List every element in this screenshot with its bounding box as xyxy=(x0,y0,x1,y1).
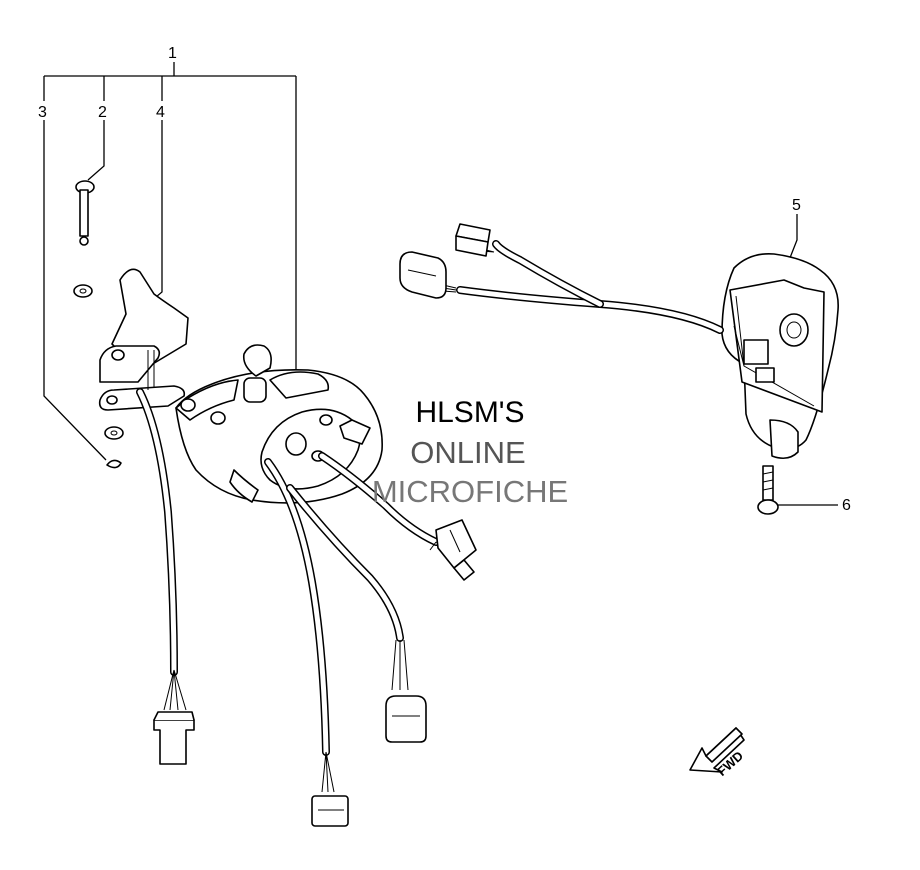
clip-part xyxy=(106,459,122,469)
connector-bottom-right xyxy=(385,639,427,743)
connector-top-right xyxy=(455,223,491,257)
left-wire-harness xyxy=(136,388,440,756)
connector-top-left xyxy=(399,251,447,299)
callout-3: 3 xyxy=(38,104,47,121)
watermark-line-3: MICROFICHE xyxy=(371,474,569,509)
forward-arrow-icon: FWD xyxy=(689,727,746,779)
callout-1: 1 xyxy=(168,45,177,62)
watermark-line-1: HLSM'S xyxy=(415,396,525,429)
right-switch-housing xyxy=(721,252,839,460)
lever-bracket-part xyxy=(98,268,189,411)
washer-part xyxy=(73,284,124,440)
callout-6: 6 xyxy=(842,497,851,514)
pin-part xyxy=(75,180,95,246)
right-wire-harness xyxy=(429,240,724,334)
watermark-line-2: ONLINE xyxy=(410,435,526,470)
callout-5: 5 xyxy=(792,197,801,214)
screw-part xyxy=(757,465,779,515)
left-switch-housing xyxy=(175,344,383,504)
callout-4: 4 xyxy=(156,104,165,121)
connector-bottom-left xyxy=(153,669,195,765)
connector-middle-right xyxy=(429,519,477,581)
callout-2: 2 xyxy=(98,104,107,121)
connector-bottom-middle xyxy=(311,751,349,827)
